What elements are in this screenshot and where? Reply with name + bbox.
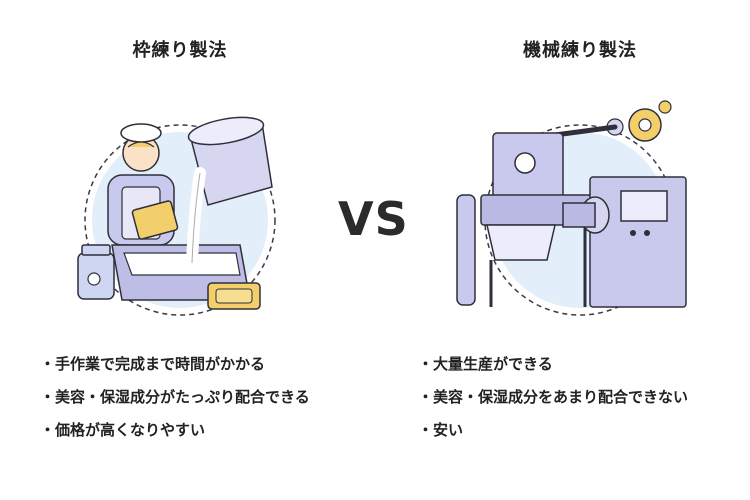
soap-bar-icon <box>207 282 261 310</box>
machine-method-illustration <box>456 100 687 316</box>
point-item: ・美容・保湿成分をあまり配合できない <box>418 388 689 406</box>
point-item: ・安い <box>418 421 464 439</box>
cylinder-icon <box>456 194 476 306</box>
extruder-machine-icon <box>562 176 687 308</box>
versus-label: VS <box>338 192 409 246</box>
soap-block-icon <box>131 200 179 240</box>
point-item: ・価格が高くなりやすい <box>40 421 206 439</box>
gear-icon <box>606 100 672 142</box>
frame-method-illustration <box>77 116 276 316</box>
jar-icon <box>77 244 115 300</box>
machine-method-title: 機械練り製法 <box>523 40 637 61</box>
machine-method-points: ・大量生産ができる ・美容・保湿成分をあまり配合できない ・安い <box>418 352 688 451</box>
pot-icon <box>186 116 273 269</box>
point-item: ・手作業で完成まで時間がかかる <box>40 355 266 373</box>
point-item: ・大量生産ができる <box>418 355 553 373</box>
point-item: ・美容・保湿成分がたっぷり配合できる <box>40 388 310 406</box>
frame-method-points: ・手作業で完成まで時間がかかる ・美容・保湿成分がたっぷり配合できる ・価格が高… <box>40 352 310 451</box>
frame-method-title: 枠練り製法 <box>132 40 228 61</box>
